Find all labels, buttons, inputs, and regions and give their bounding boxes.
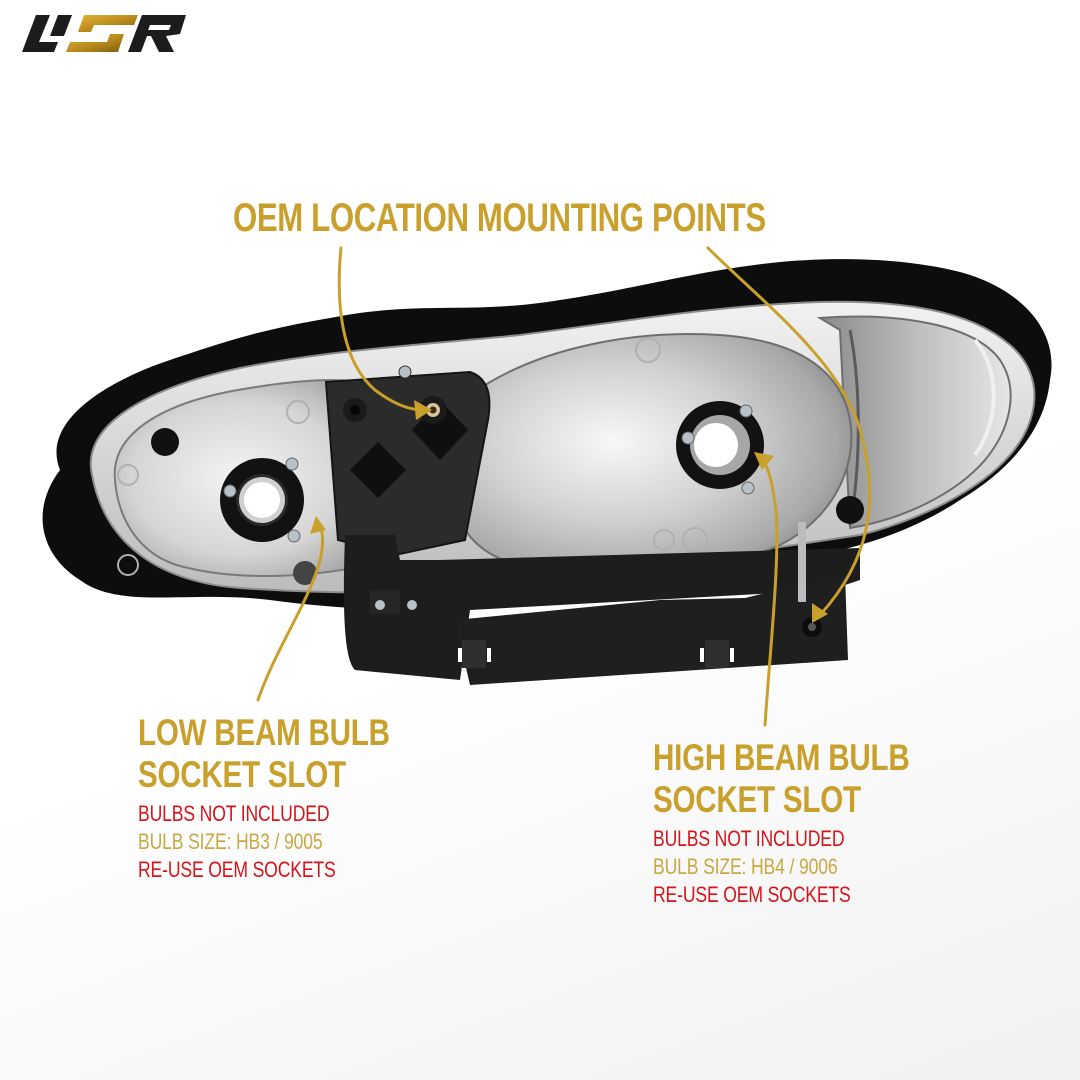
annotation-arrows — [256, 246, 872, 727]
bottom-mounting-bracket — [343, 522, 861, 685]
arrowhead-icon — [812, 603, 828, 623]
arrow-mounting-left — [337, 246, 426, 412]
arrow-mounting-right — [706, 246, 872, 617]
high-beam-callout: HIGH BEAM BULB SOCKET SLOT BULBS NOT INC… — [653, 737, 974, 909]
arrowhead-icon — [754, 452, 774, 470]
arrowheads — [310, 400, 828, 623]
low-beam-bulbs-not-included: BULBS NOT INCLUDED — [138, 801, 330, 826]
low-beam-reuse-sockets: RE-USE OEM SOCKETS — [138, 857, 336, 882]
high-beam-title-line1: HIGH BEAM BULB — [653, 737, 910, 778]
arrowhead-icon — [414, 400, 432, 420]
high-beam-bulbs-not-included: BULBS NOT INCLUDED — [653, 826, 845, 851]
reflector-dimples — [117, 337, 708, 576]
high-beam-socket — [676, 401, 764, 495]
low-beam-title-line2: SOCKET SLOT — [138, 754, 346, 795]
mounting-points-title: OEM LOCATION MOUNTING POINTS — [233, 196, 766, 240]
high-beam-reuse-sockets: RE-USE OEM SOCKETS — [653, 882, 851, 907]
arrowhead-icon — [310, 516, 326, 534]
arrow-high-beam — [758, 454, 779, 727]
usr-logo — [22, 15, 186, 52]
low-beam-bulb-size: BULB SIZE: HB3 / 9005 — [138, 829, 323, 854]
high-beam-title-line2: SOCKET SLOT — [653, 779, 861, 820]
high-beam-bulb-size: BULB SIZE: HB4 / 9006 — [653, 854, 838, 879]
low-beam-title-line1: LOW BEAM BULB — [138, 712, 390, 753]
top-mounting-bracket — [324, 365, 491, 557]
low-beam-callout: LOW BEAM BULB SOCKET SLOT BULBS NOT INCL… — [138, 712, 453, 884]
low-beam-socket — [220, 457, 304, 543]
arrow-low-beam — [256, 520, 325, 702]
